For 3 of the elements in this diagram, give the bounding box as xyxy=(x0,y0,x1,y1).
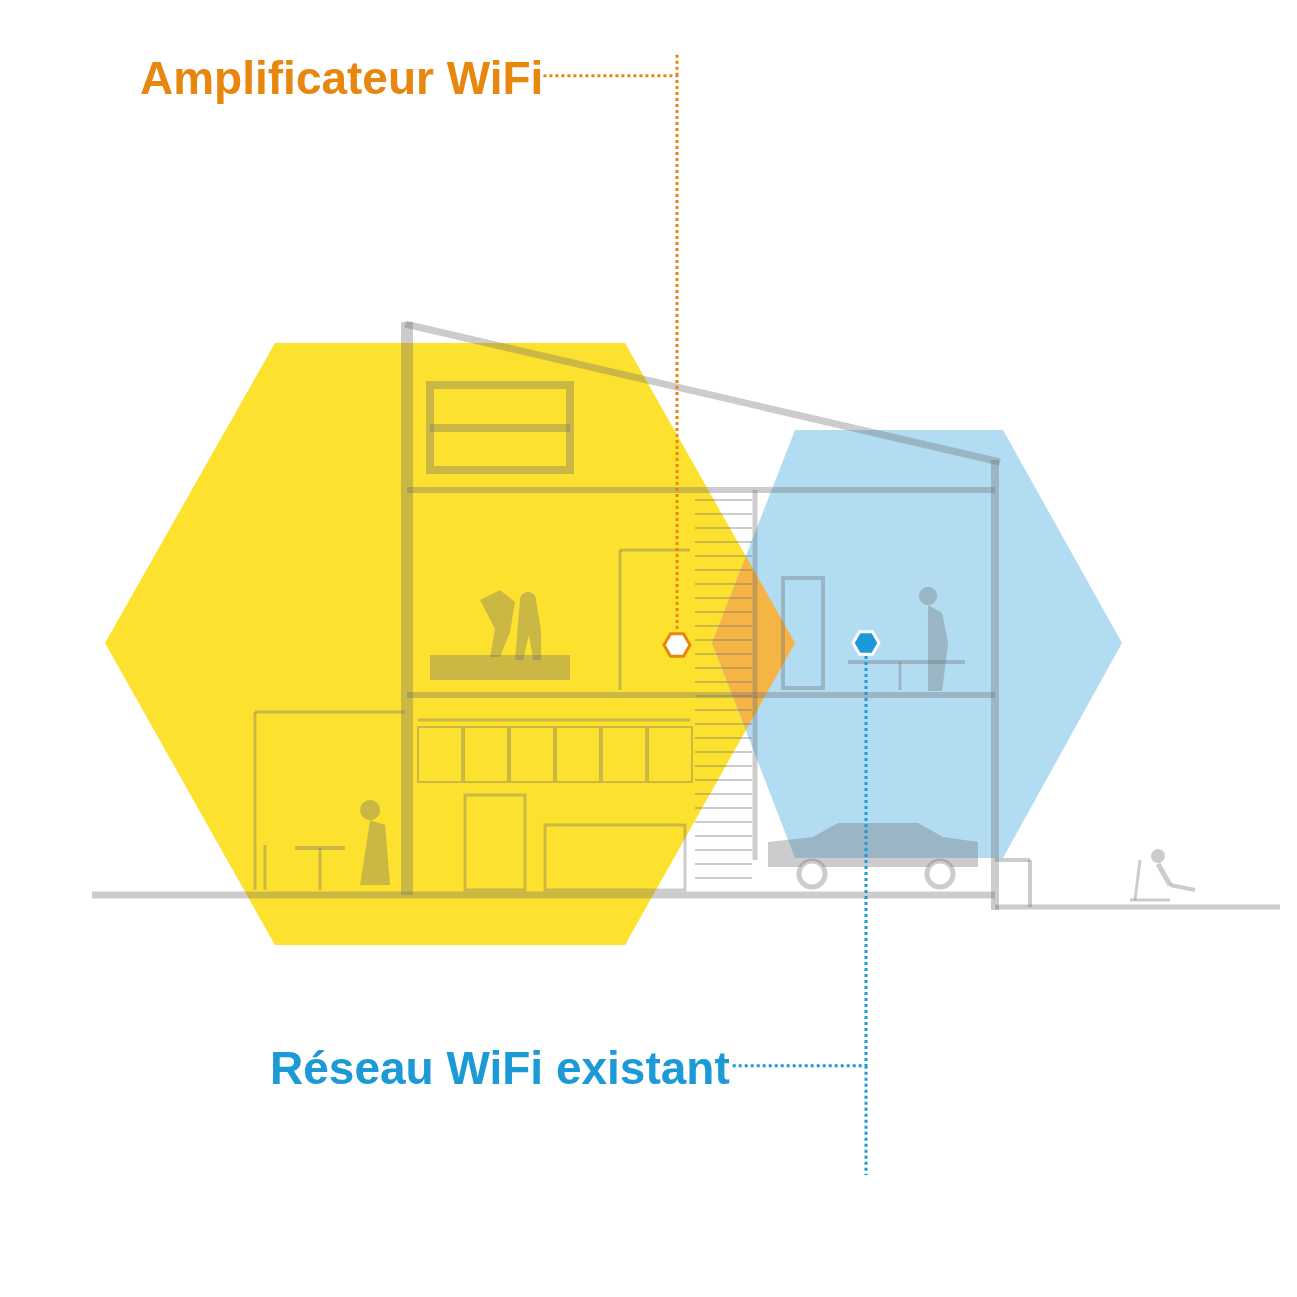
access-point-icon xyxy=(853,631,879,655)
callout-label: Réseau WiFi existant xyxy=(270,1045,730,1091)
access-point-icon xyxy=(664,633,690,657)
